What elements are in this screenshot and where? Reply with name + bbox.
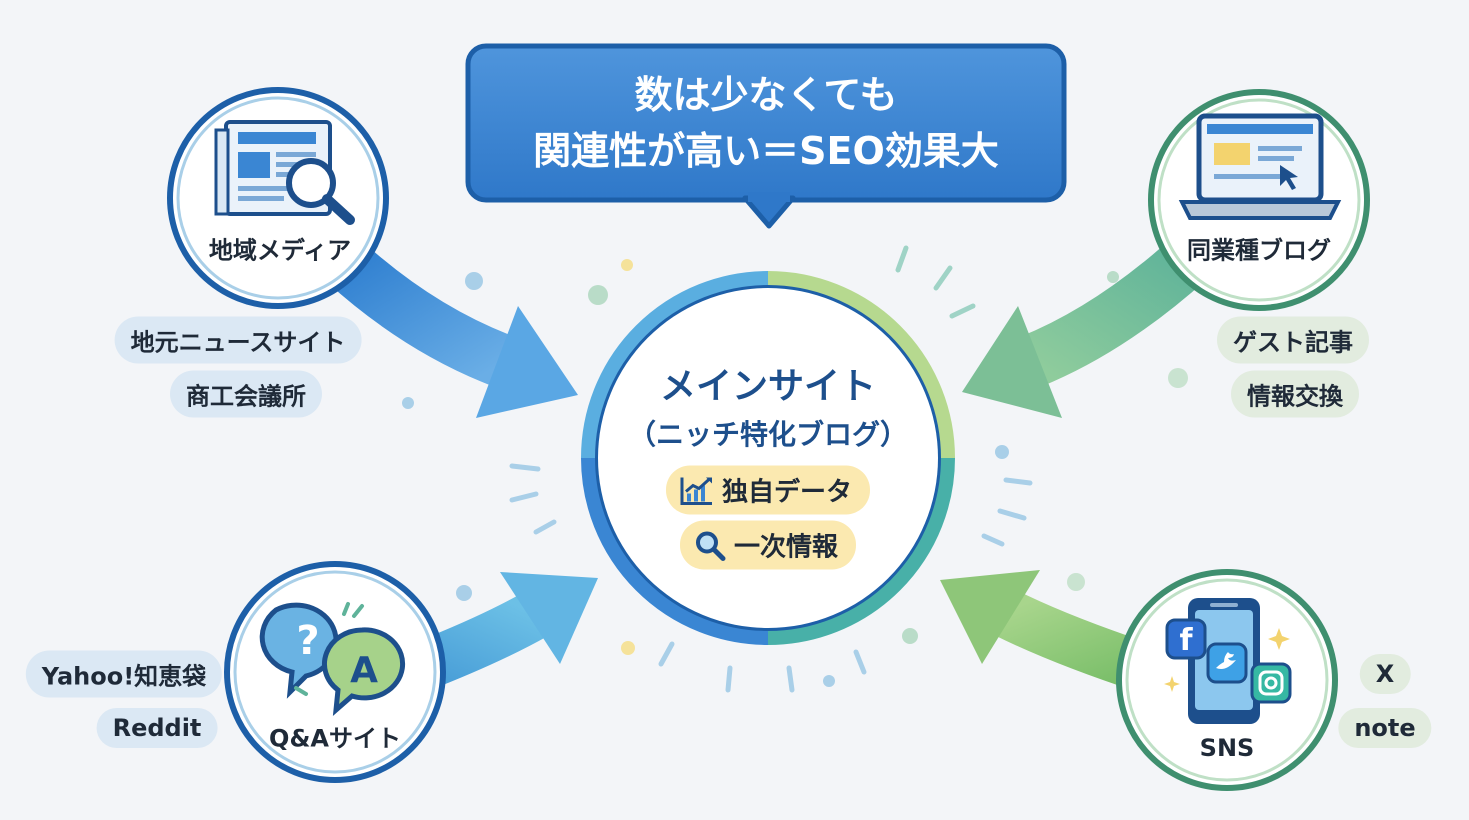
- tag-info-exchange: 情報交換: [1231, 370, 1359, 418]
- tag-note: note: [1338, 708, 1432, 748]
- node-sns-label: SNS: [1199, 734, 1255, 762]
- callout-line-2: 関連性が高い＝SEO効果大: [533, 129, 999, 173]
- svg-text:?: ?: [296, 618, 319, 664]
- chip-original-data: 独自データ: [665, 465, 871, 515]
- chip-original-data-label: 独自データ: [721, 477, 853, 508]
- tag-x: X: [1359, 654, 1411, 694]
- arrow-qa-site: [408, 572, 598, 692]
- burst-lines: [509, 245, 1033, 693]
- chip-primary-info-label: 一次情報: [733, 532, 839, 563]
- svg-text:A: A: [350, 650, 378, 691]
- callout-text: 数は少なくても 関連性が高い＝SEO効果大: [468, 46, 1064, 200]
- decorative-dots: [402, 259, 1188, 687]
- node-qa-site-label: Q&Aサイト: [269, 724, 401, 753]
- arrow-local-media: [326, 241, 578, 418]
- laptop-icon: [1178, 113, 1342, 220]
- chip-primary-info: 一次情報: [679, 520, 857, 570]
- tag-guest-article: ゲスト記事: [1217, 316, 1369, 364]
- tag-yahoo-chiebukuro: Yahoo!知恵袋: [25, 650, 223, 698]
- svg-text:f: f: [1179, 623, 1193, 658]
- main-site-circle: [581, 271, 955, 645]
- node-local-media-label: 地域メディア: [208, 236, 352, 265]
- tag-reddit: Reddit: [96, 708, 218, 748]
- main-site-subtitle: （ニッチ特化ブログ）: [627, 418, 909, 451]
- newspaper-search-icon: [214, 120, 355, 225]
- tag-chamber-of-commerce: 商工会議所: [170, 370, 322, 418]
- arrow-sns: [940, 570, 1153, 692]
- arrow-industry-blog: [962, 237, 1209, 418]
- tag-local-news-site: 地元ニュースサイト: [114, 316, 362, 364]
- main-site-title: メインサイト: [659, 366, 877, 407]
- node-industry-blog-label: 同業種ブログ: [1187, 236, 1331, 265]
- line-chart-icon: [680, 476, 712, 505]
- smartphone-social-icon: f: [1164, 598, 1292, 724]
- callout-bubble: [465, 43, 1067, 229]
- magnifier-icon: [695, 531, 726, 561]
- callout-line-1: 数は少なくても: [634, 73, 898, 117]
- qa-bubbles-icon: ? A: [259, 602, 406, 717]
